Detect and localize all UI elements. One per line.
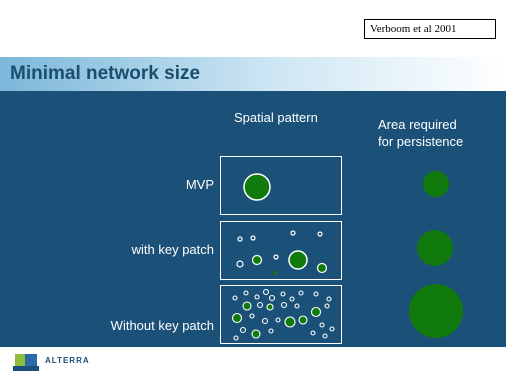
small-patch [273, 271, 277, 275]
no-key-patch-network [231, 288, 335, 341]
small-patch [239, 326, 247, 334]
area-circle-with-key-patch [417, 230, 453, 266]
small-patch [231, 312, 243, 324]
area-circle-mvp [423, 171, 449, 197]
small-patch [250, 235, 256, 241]
small-patch [233, 335, 239, 341]
small-patch [236, 260, 244, 268]
key-patch-network [236, 230, 328, 275]
area-header-line-1: Area required [378, 117, 457, 132]
footer [0, 347, 506, 387]
small-patch [310, 330, 316, 336]
small-patch [273, 254, 279, 260]
landscape-box-without-key-patch [220, 285, 342, 344]
small-patch [316, 262, 328, 274]
alterra-logo-text: ALTERRA [45, 356, 90, 365]
small-patch [289, 296, 295, 302]
small-patch [243, 290, 249, 296]
row-label-with-key-patch: with key patch [131, 242, 214, 257]
small-patch [290, 230, 296, 236]
small-patch [268, 328, 274, 334]
small-patch [256, 301, 264, 309]
landscape-box-with-key-patch [220, 221, 342, 280]
small-patch [326, 296, 332, 302]
key-patch [288, 250, 308, 270]
area-circle-without-key-patch [409, 284, 463, 338]
small-patch [324, 303, 330, 309]
row-label-without-key-patch: Without key patch [110, 318, 214, 333]
small-patch [280, 301, 288, 309]
small-patch [310, 306, 322, 318]
small-patch [251, 329, 261, 339]
small-patch [249, 313, 255, 319]
small-patch [237, 236, 243, 242]
small-patch [242, 301, 252, 311]
small-patch [322, 333, 328, 339]
spatial-pattern-header: Spatial pattern [234, 110, 318, 125]
small-patch [268, 294, 276, 302]
area-header-line-2: for persistence [378, 134, 464, 149]
small-patch [232, 295, 238, 301]
landscape-box-mvp [220, 156, 342, 215]
small-patch [298, 315, 308, 325]
slide-title: Minimal network size [10, 63, 201, 84]
mvp-patch [243, 173, 271, 201]
small-patch [275, 317, 281, 323]
small-patch [313, 291, 319, 297]
small-patch [298, 290, 304, 296]
small-patch [251, 254, 263, 266]
small-patch [317, 231, 323, 237]
small-patch [284, 316, 296, 328]
area-required-header: Area required for persistence [378, 116, 463, 150]
row-label-mvp: MVP [185, 177, 214, 192]
small-patch [254, 294, 260, 300]
small-patch [319, 322, 325, 328]
small-patch [266, 303, 274, 311]
small-patch [294, 303, 300, 309]
small-patch [280, 291, 286, 297]
alterra-logo-icon [13, 354, 39, 371]
small-patch [262, 288, 270, 296]
small-patch [329, 326, 335, 332]
title-bar: Minimal network size [0, 57, 506, 91]
citation-box: Verboom et al 2001 [364, 19, 496, 39]
small-patch [261, 317, 269, 325]
